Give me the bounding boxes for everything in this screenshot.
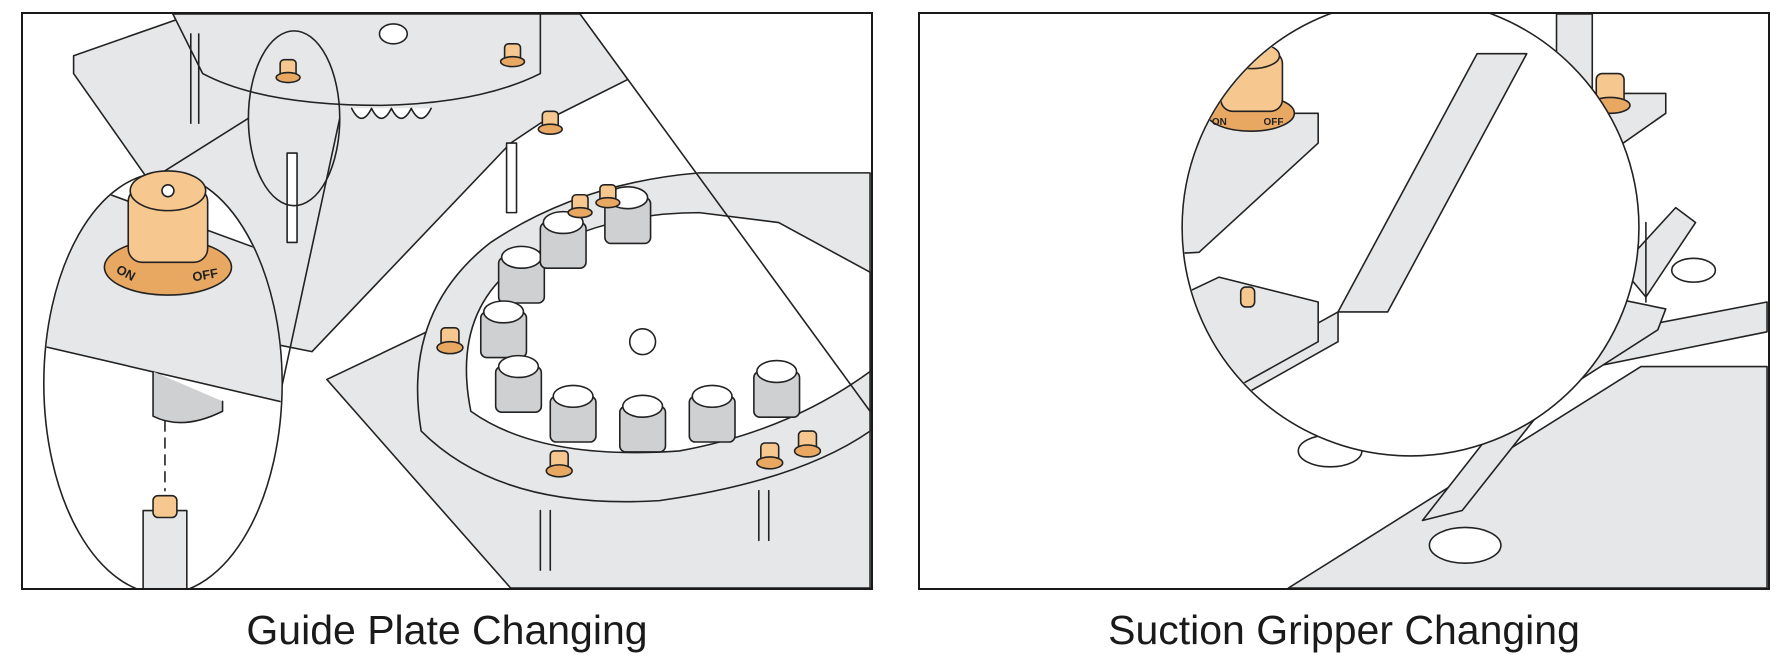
suction-gripper-caption: Suction Gripper Changing — [1108, 607, 1580, 653]
zoom-knob-2-off-label: OFF — [1264, 117, 1284, 128]
rod-3 — [505, 142, 518, 214]
bottle-6 — [549, 384, 597, 443]
guide-knob-4 — [545, 450, 573, 478]
zoom-knob-2-on-label: ON — [1212, 117, 1227, 128]
base-plate — [1287, 365, 1768, 588]
upper-wheel-hub — [378, 23, 409, 45]
zoom-knob-off-label: OFF — [191, 265, 219, 284]
suction-gripper-illustration: ON OFF ON OFF — [918, 12, 1770, 590]
upper-knob-2 — [499, 42, 526, 68]
upper-star-teeth — [350, 107, 432, 120]
rod-2 — [286, 152, 298, 244]
zoom-shaft — [1183, 14, 1200, 164]
suction-gripper-drawing: ON OFF ON OFF — [1056, 14, 1768, 588]
bottle-1 — [497, 245, 546, 304]
zoom-knob-1-off-label: OFF — [1112, 203, 1132, 214]
zoom-knob-1-on-label: ON — [1060, 203, 1075, 214]
lower-wheel-hub — [628, 328, 657, 356]
upper-knob-3 — [537, 110, 563, 135]
zoom-pin-2 — [1239, 286, 1256, 308]
upper-knob-1 — [275, 58, 301, 84]
gripper-arm-back — [1620, 206, 1697, 298]
zoom-pin-post — [142, 509, 188, 588]
upper-star-wheel — [172, 14, 542, 107]
zoom-knob-1 — [1056, 137, 1143, 216]
guide-knob-3 — [436, 327, 464, 355]
zoom-pin-1 — [1080, 381, 1094, 401]
guide-plate-caption: Guide Plate Changing — [246, 607, 648, 653]
guide-knob-6 — [793, 430, 822, 458]
bottle-9 — [753, 359, 801, 418]
zoom-plate-shadow — [152, 370, 224, 424]
guide-knob-1 — [567, 193, 593, 219]
zoom-gripper-plate — [1183, 276, 1319, 442]
zoom-pin — [152, 494, 178, 519]
zoom-frame-beam — [1337, 52, 1528, 313]
bottle-5 — [494, 354, 543, 414]
cutaway-edge — [579, 14, 871, 413]
callout-leader-2 — [271, 117, 341, 432]
guide-knob-5 — [756, 442, 784, 470]
bottle-7 — [619, 394, 667, 453]
bottle-2 — [539, 210, 587, 270]
guide-knob-2 — [595, 184, 621, 209]
bottle-row — [479, 186, 801, 453]
suction-cup-2 — [1428, 526, 1502, 564]
guide-plate-illustration: ON OFF — [21, 12, 873, 590]
zoom-knob — [103, 170, 233, 296]
guide-plate-drawing: ON OFF — [43, 14, 871, 588]
bottle-4 — [479, 300, 528, 359]
bottle-8 — [688, 384, 736, 443]
suction-cup-3 — [1670, 257, 1717, 283]
